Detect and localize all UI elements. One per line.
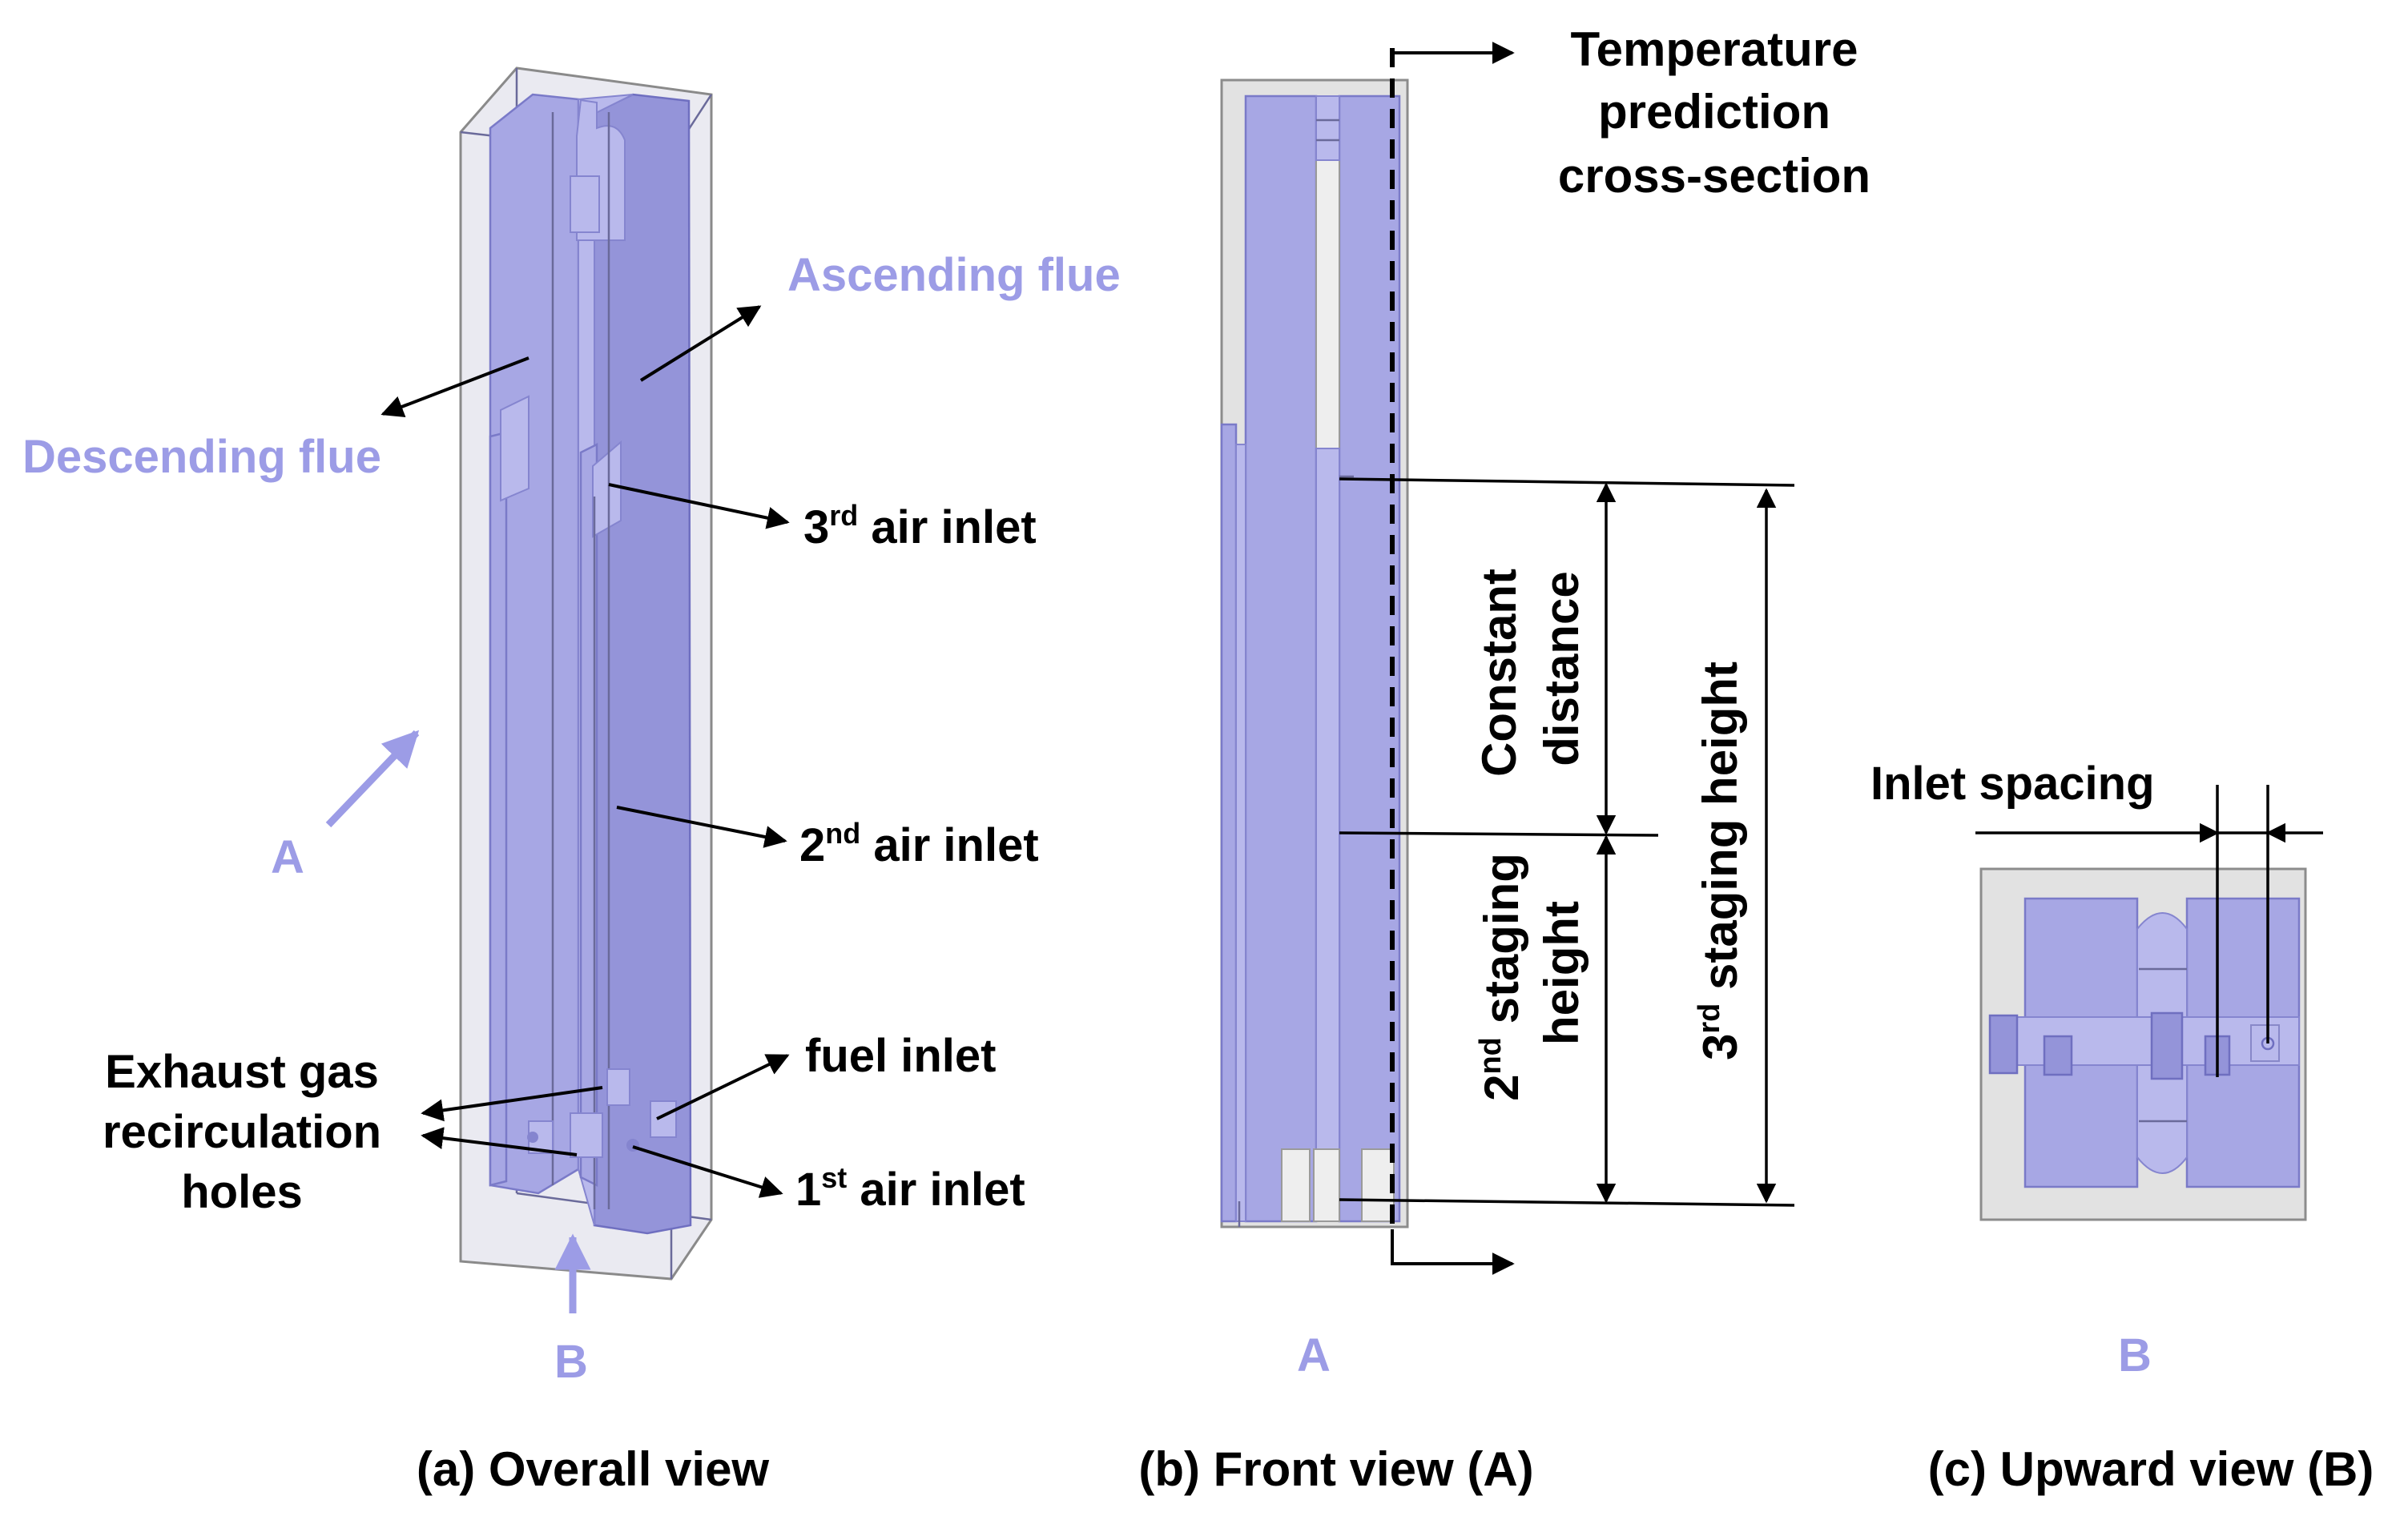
front-descending-flue (1244, 94, 1318, 1223)
air-inlet-2-label: 2nd air inlet (799, 817, 1039, 871)
air-inlet-2-arrow (616, 806, 787, 848)
ascending-flue-body (591, 93, 692, 1235)
extension-line-3rd (1339, 477, 1795, 487)
svg-text:2nd staging: 2nd staging (1474, 853, 1528, 1101)
air-inlet-3-label: 3rd air inlet (803, 499, 1037, 553)
svg-text:distance: distance (1535, 571, 1589, 766)
front-view-model (1220, 78, 1409, 1228)
svg-text:Exhaust gas: Exhaust gas (105, 1046, 379, 1098)
view-b-label: B (554, 1336, 588, 1388)
svg-text:prediction: prediction (1598, 85, 1830, 139)
temperature-cross-section-label: Temperature prediction cross-section (1558, 22, 1870, 203)
front-view-letter: A (1297, 1329, 1331, 1381)
extension-line-2nd (1339, 831, 1659, 837)
svg-text:Temperature: Temperature (1570, 22, 1858, 76)
upward-view-letter: B (2118, 1329, 2152, 1381)
view-a-arrow (325, 730, 420, 828)
ascending-flue-label: Ascending flue (787, 249, 1121, 301)
air-inlet-1-label: 1st air inlet (795, 1161, 1025, 1216)
overall-view-model (459, 66, 713, 1281)
svg-text:recirculation: recirculation (103, 1106, 381, 1158)
descending-flue-arrow (381, 356, 530, 418)
upward-view-model (1979, 867, 2307, 1221)
svg-text:holes: holes (181, 1166, 303, 1218)
ascending-flue-arrow (639, 305, 762, 382)
stage3-height-label: 3rd staging height (1693, 661, 1747, 1060)
view-a-label: A (271, 831, 304, 883)
inlet-spacing-label: Inlet spacing (1870, 758, 2155, 810)
cross-section-arrow-top (1391, 42, 1515, 64)
front-ascending-flue (1338, 94, 1401, 1223)
constant-distance-label: Constant distance (1472, 569, 1589, 777)
stage2-height-label: 2nd staging height (1474, 853, 1589, 1101)
extension-line-base (1339, 1198, 1795, 1207)
svg-text:height: height (1535, 901, 1589, 1045)
fuel-inlet-label: fuel inlet (805, 1030, 996, 1082)
svg-text:Constant: Constant (1472, 569, 1526, 777)
svg-text:cross-section: cross-section (1558, 149, 1870, 203)
egr-arrow-lower (421, 1127, 578, 1156)
fuel-inlet-arrow (656, 1054, 790, 1120)
air-inlet-1-arrow (632, 1145, 783, 1198)
descending-flue-label: Descending flue (22, 431, 381, 483)
caption-overall: (a) Overall view (417, 1442, 770, 1496)
caption-front: (b) Front view (A) (1138, 1442, 1533, 1496)
caption-upward: (c) Upward view (B) (1928, 1442, 2374, 1496)
egr-arrow-upper (421, 1086, 603, 1122)
air-inlet-3-arrow (608, 483, 790, 529)
cross-section-arrow-bottom (1391, 1229, 1515, 1275)
egr-holes-label: Exhaust gas recirculation holes (103, 1046, 381, 1218)
